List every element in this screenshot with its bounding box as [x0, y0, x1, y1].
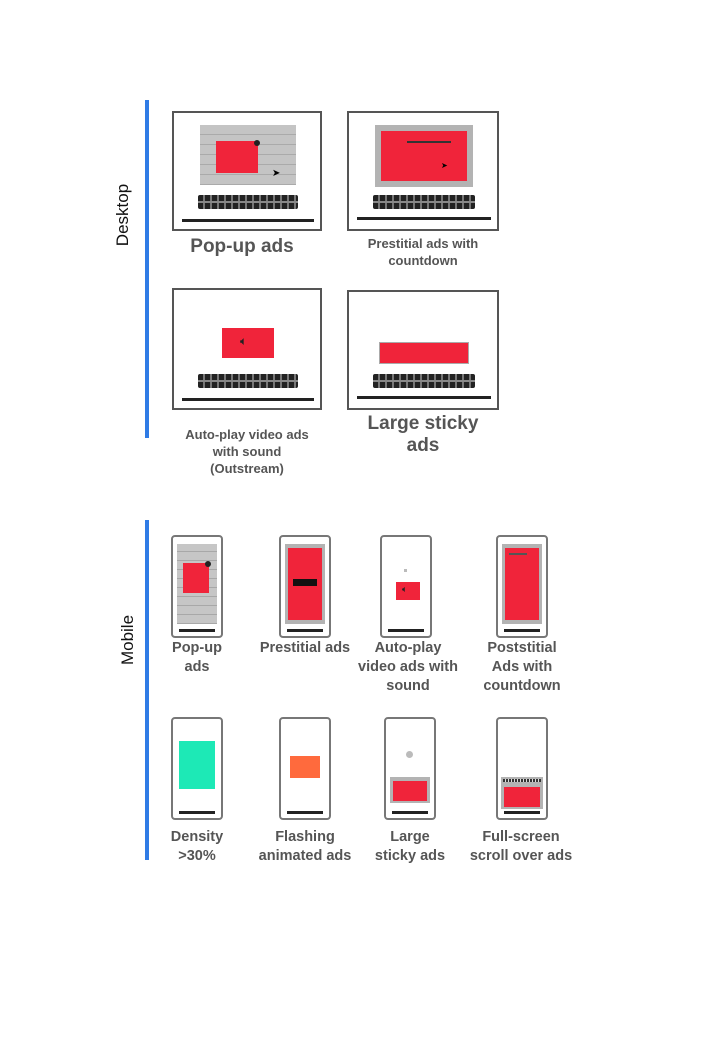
- popup-ad: [183, 563, 209, 593]
- caption-line: ads: [184, 659, 210, 675]
- mobile-sticky-illustration: [384, 717, 436, 820]
- caption-line: sound: [386, 678, 430, 694]
- laptop-base: [182, 219, 314, 222]
- keyboard: [198, 195, 298, 209]
- mobile-poststitial-caption: Poststitial Ads with countdown: [472, 639, 572, 696]
- laptop-base: [357, 217, 491, 220]
- mobile-section-bar: [145, 520, 149, 860]
- mobile-density-caption: Density >30%: [157, 828, 237, 866]
- caption-line: >30%: [178, 848, 216, 864]
- caption-line: Poststitial: [487, 640, 557, 656]
- laptop-base: [182, 398, 314, 401]
- prestitial-ad: [381, 131, 467, 181]
- speaker-icon: 🔈︎: [240, 334, 248, 348]
- countdown-text-line: [509, 553, 527, 555]
- cursor-icon: ➤: [441, 161, 448, 170]
- caption-line: Density: [170, 829, 224, 845]
- caption-line: Prestitial ads with: [367, 236, 479, 251]
- countdown-text-line: [407, 141, 451, 143]
- phone-bar: [504, 811, 540, 814]
- phone-bar: [504, 629, 540, 632]
- sticky-ad: [393, 781, 427, 801]
- desktop-autoplay-caption: Auto-play video ads with sound (Outstrea…: [172, 426, 322, 477]
- desktop-section-bar: [145, 100, 149, 438]
- scroll-ad-header: [503, 779, 541, 782]
- phone-bar: [179, 629, 215, 632]
- caption-line: sticky ads: [374, 848, 446, 864]
- caption-line: Pop-up: [172, 640, 222, 656]
- countdown-button: [293, 579, 317, 586]
- video-ad: [396, 582, 420, 600]
- phone-bar: [392, 811, 428, 814]
- caption-line: (Outstream): [210, 461, 284, 476]
- mobile-flashing-caption: Flashing animated ads: [250, 828, 360, 866]
- mobile-autoplay-caption: Auto-play video ads with sound: [356, 639, 460, 696]
- keyboard: [373, 195, 475, 209]
- caption-line: Flashing: [275, 829, 335, 845]
- caption-line: with sound: [212, 444, 282, 459]
- speaker-icon: 🔈︎: [402, 584, 408, 594]
- mobile-popup-caption: Pop-up ads: [157, 639, 237, 677]
- desktop-prestitial-illustration: ➤: [347, 111, 499, 231]
- mobile-prestitial-illustration: [279, 535, 331, 638]
- mobile-autoplay-illustration: 🔈︎: [380, 535, 432, 638]
- mobile-popup-illustration: [171, 535, 223, 638]
- desktop-section-label: Desktop: [113, 183, 132, 247]
- cursor-icon: ➤: [272, 168, 281, 179]
- laptop-base: [357, 396, 491, 399]
- desktop-autoplay-illustration: 🔈︎: [172, 288, 322, 410]
- phone-bar: [287, 811, 323, 814]
- caption-line: animated ads: [258, 848, 352, 864]
- phone-bar: [388, 629, 424, 632]
- caption-line: Full-screen: [482, 829, 560, 845]
- caption-line: Auto-play video ads: [185, 427, 309, 442]
- caption-line: video ads with: [358, 659, 458, 675]
- video-ad: [222, 328, 274, 358]
- caption-line: Ads with: [491, 659, 553, 675]
- caption-line: ads: [406, 435, 440, 456]
- desktop-sticky-illustration: [347, 290, 499, 410]
- mobile-poststitial-illustration: [496, 535, 548, 638]
- desktop-popup-illustration: ➤: [172, 111, 322, 231]
- mobile-fullscreen-caption: Full-screen scroll over ads: [465, 828, 577, 866]
- phone-bar: [287, 629, 323, 632]
- loading-dot: [406, 751, 413, 758]
- caption-line: countdown: [483, 678, 561, 694]
- loading-dot: [404, 569, 407, 572]
- mobile-density-illustration: [171, 717, 223, 820]
- density-ad: [179, 741, 215, 789]
- caption-line: Large: [390, 829, 430, 845]
- caption-line: scroll over ads: [469, 848, 573, 864]
- sticky-ad: [379, 342, 469, 364]
- close-dot-icon: [205, 561, 211, 567]
- phone-bar: [179, 811, 215, 814]
- flashing-ad: [290, 756, 320, 778]
- mobile-fullscreen-illustration: [496, 717, 548, 820]
- keyboard: [373, 374, 475, 388]
- caption-line: countdown: [388, 253, 458, 268]
- caption-line: Auto-play: [374, 640, 442, 656]
- desktop-prestitial-caption: Prestitial ads with countdown: [348, 235, 498, 269]
- popup-ad: [216, 141, 258, 173]
- caption-line: Large sticky: [367, 413, 479, 434]
- desktop-popup-caption: Pop-up ads: [190, 236, 294, 257]
- mobile-section-label: Mobile: [118, 614, 137, 666]
- desktop-sticky-caption: Large sticky ads: [348, 413, 498, 457]
- mobile-prestitial-caption: Prestitial ads: [259, 640, 351, 656]
- mobile-flashing-illustration: [279, 717, 331, 820]
- keyboard: [198, 374, 298, 388]
- scroll-ad: [504, 787, 540, 807]
- mobile-sticky-caption: Large sticky ads: [360, 828, 460, 866]
- poststitial-ad: [505, 548, 539, 620]
- close-dot-icon: [254, 140, 260, 146]
